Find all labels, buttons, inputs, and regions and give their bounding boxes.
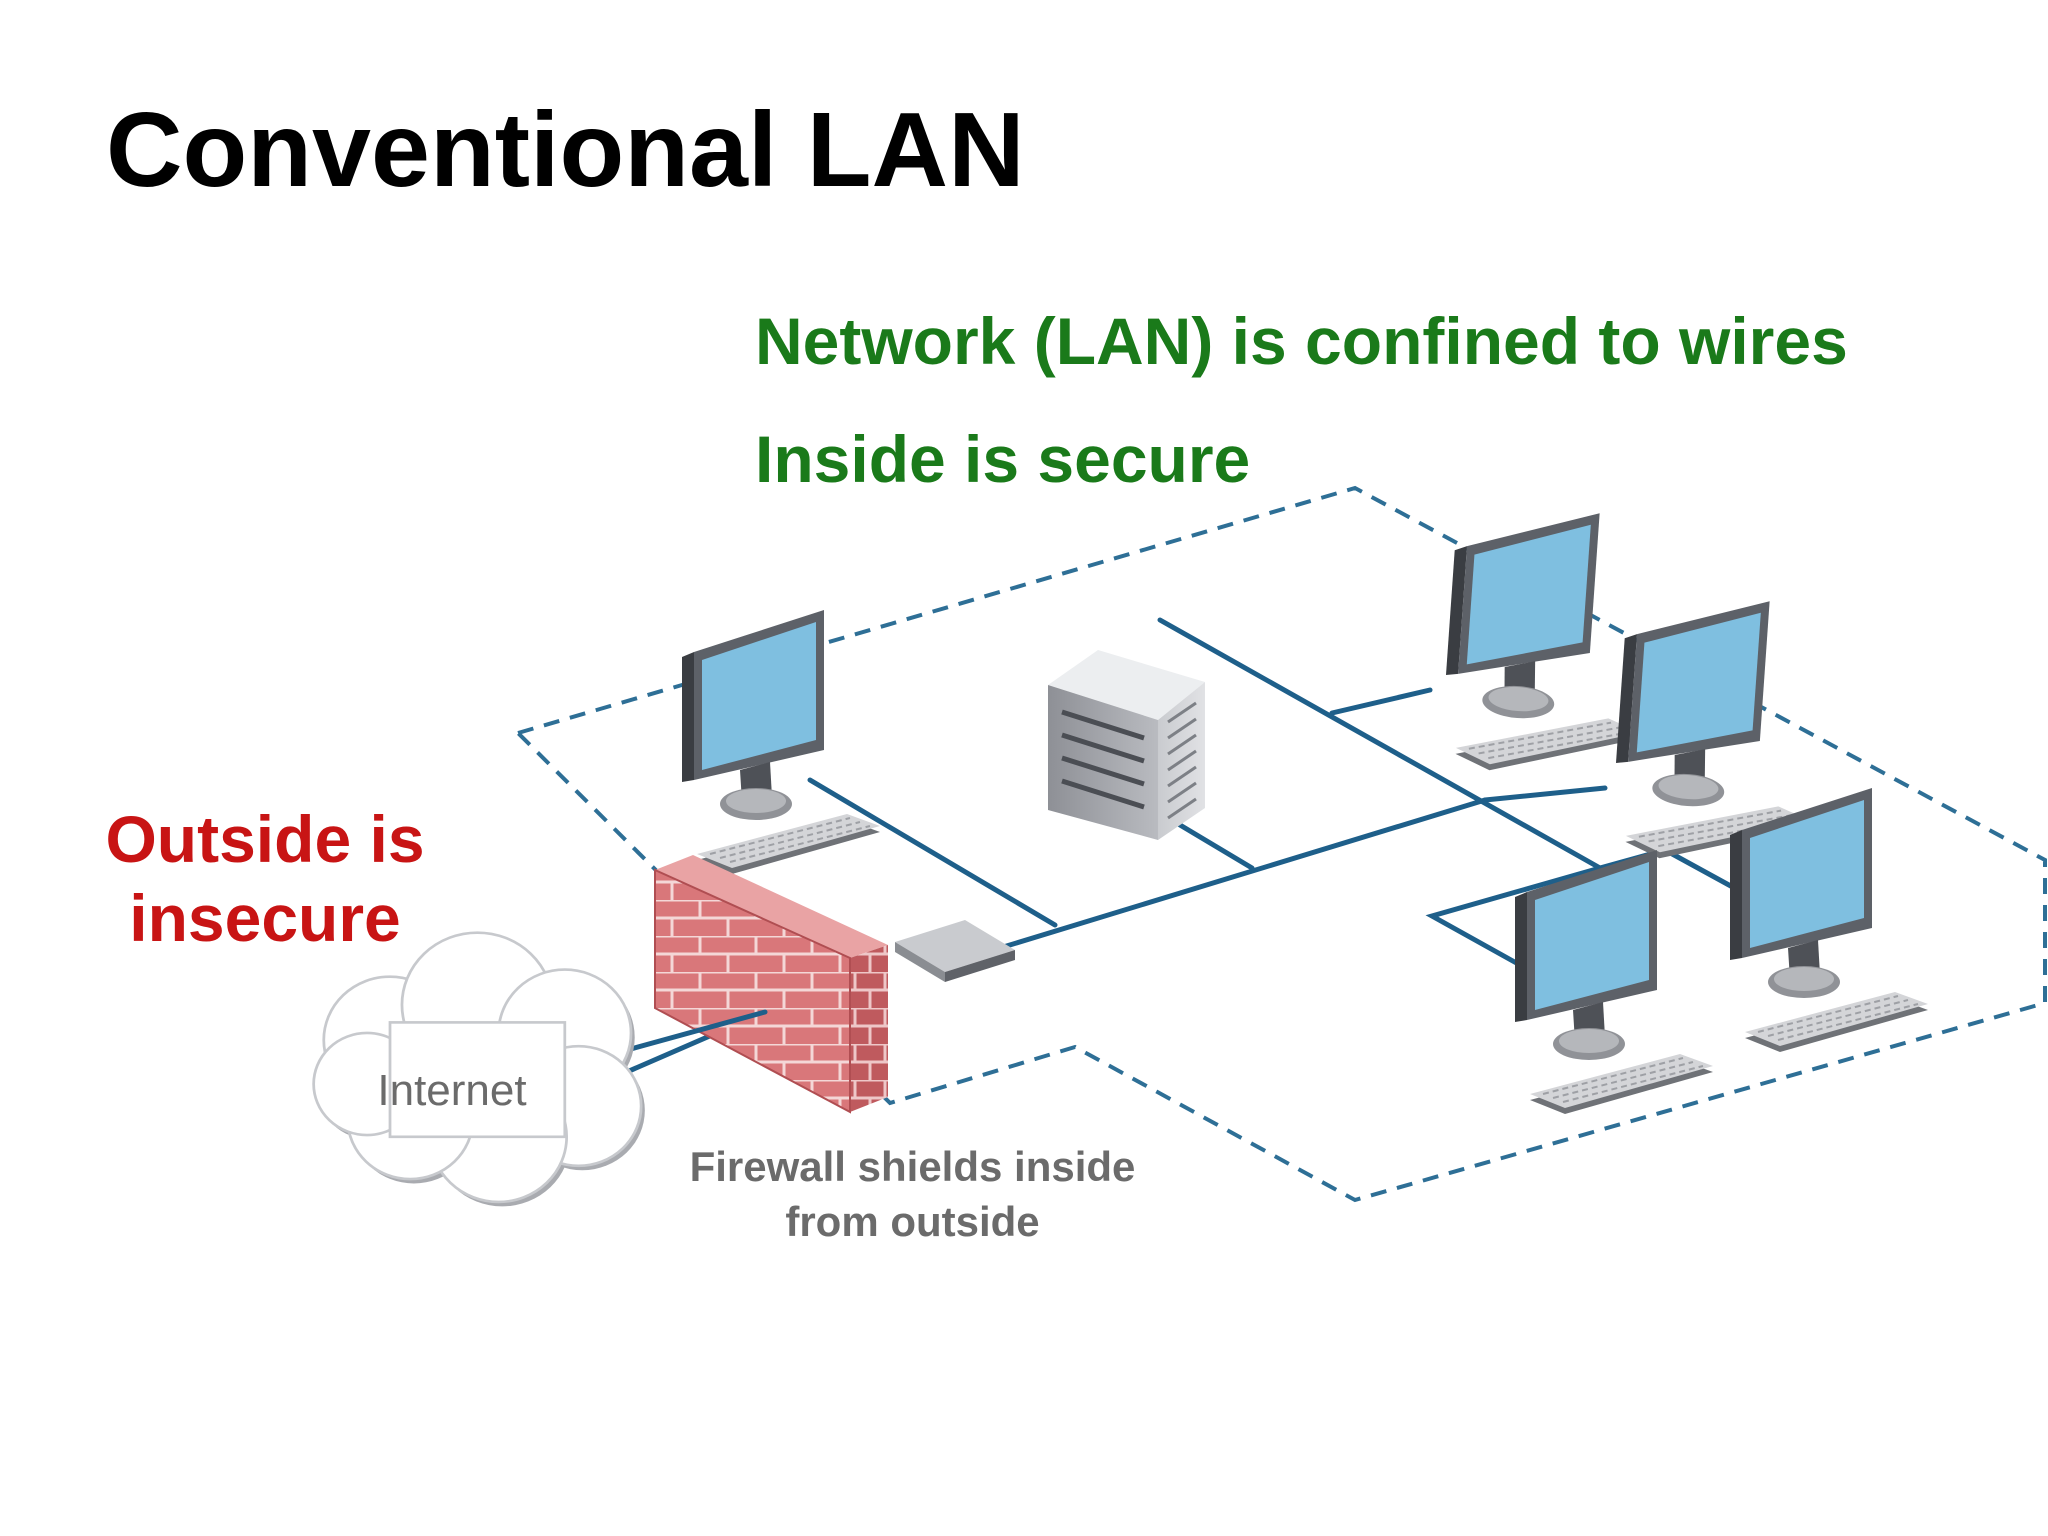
lan-wires-note: Network (LAN) is confined to wires [755, 304, 1848, 378]
page-title: Conventional LAN [106, 91, 1025, 209]
computer-icon [1729, 787, 1929, 1053]
computer-icon [1514, 849, 1714, 1115]
firewall-caption: Firewall shields inside from outside [640, 1140, 1185, 1249]
internet-label: Internet [377, 1066, 526, 1115]
cloud-icon: Internet [312, 931, 645, 1207]
firewall-icon [654, 855, 888, 1114]
router-icon [895, 920, 1015, 982]
outside-insecure-line1: Outside is [105, 802, 425, 876]
inside-secure-note: Inside is secure [755, 422, 1251, 496]
firewall-caption-line2: from outside [785, 1197, 1040, 1245]
computer-icon [681, 609, 881, 875]
outside-insecure-line2: insecure [129, 881, 401, 956]
firewall-caption-line1: Firewall shields inside [689, 1143, 1136, 1190]
outside-insecure-note: Outside is insecure [95, 800, 435, 958]
server-icon [1048, 650, 1205, 840]
